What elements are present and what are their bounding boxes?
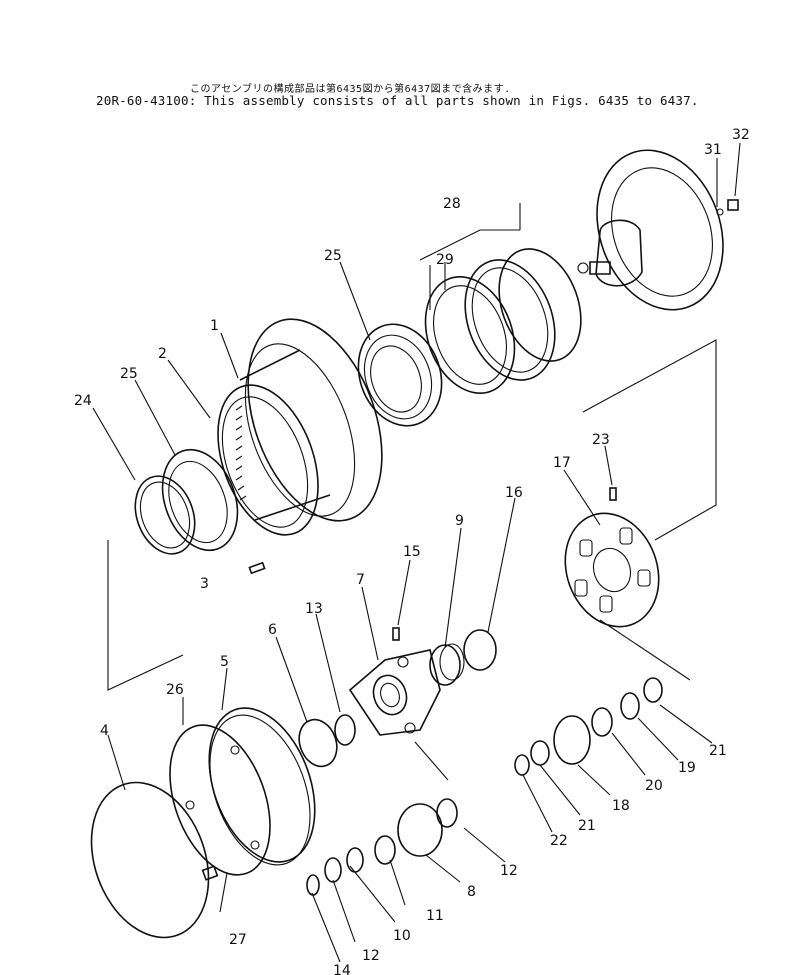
callout-11: 11 — [426, 908, 444, 924]
callout-13: 13 — [305, 601, 323, 617]
part-gear-9 — [429, 643, 465, 686]
callout-32: 32 — [732, 127, 750, 143]
callout-23: 23 — [592, 432, 610, 448]
part-housing-1 — [217, 318, 383, 536]
part-pin-3 — [248, 561, 266, 575]
callout-3: 3 — [200, 576, 209, 592]
callout-21-right: 21 — [709, 743, 727, 759]
callout-17: 17 — [553, 455, 571, 471]
part-seal-6 — [298, 718, 338, 768]
part-snap-ring-14 — [306, 874, 320, 896]
caption-japanese: このアセンブリの構成部品は第6435図から第6437図まで含みます. — [190, 84, 511, 95]
part-pin-23 — [609, 487, 617, 501]
callout-19: 19 — [678, 760, 696, 776]
part-needle-bearing-20 — [591, 707, 613, 737]
part-bolt-32 — [727, 199, 739, 211]
callout-8: 8 — [467, 884, 476, 900]
callout-15: 15 — [403, 544, 421, 560]
callout-18: 18 — [612, 798, 630, 814]
callout-27: 27 — [229, 932, 247, 948]
callout-22: 22 — [550, 833, 568, 849]
callout-26: 26 — [166, 682, 184, 698]
part-gear-8 — [397, 803, 443, 857]
callout-12-upper: 12 — [500, 863, 518, 879]
part-washer-31 — [716, 208, 724, 216]
part-plug-27 — [201, 865, 219, 881]
part-washer-21-right — [643, 677, 663, 703]
callout-2: 2 — [158, 346, 167, 362]
part-o-ring-4 — [90, 781, 210, 939]
callout-14: 14 — [333, 963, 351, 975]
part-washer-12-upper — [436, 798, 458, 828]
part-cover-26 — [169, 714, 311, 876]
part-thrust-washer-16 — [463, 629, 497, 671]
part-pin-15 — [392, 627, 400, 641]
caption-english: 20R-60-43100: This assembly consists of … — [96, 93, 699, 108]
part-shaft-10 — [346, 847, 364, 873]
callout-4: 4 — [100, 723, 109, 739]
part-bearing-25-lower — [161, 448, 239, 552]
callout-leaders — [92, 142, 741, 963]
callout-31: 31 — [704, 142, 722, 158]
callout-25-upper: 25 — [324, 248, 342, 264]
callout-24: 24 — [74, 393, 92, 409]
part-gear-18 — [553, 715, 591, 765]
callout-labels: 1 2 3 4 5 6 7 8 9 10 11 12 12 13 14 15 1… — [74, 127, 750, 975]
callout-6: 6 — [268, 622, 277, 638]
callout-7: 7 — [356, 572, 365, 588]
callout-9: 9 — [455, 513, 464, 529]
callout-28: 28 — [443, 196, 461, 212]
callout-10: 10 — [393, 928, 411, 944]
part-plate-7 — [348, 649, 441, 736]
part-snap-ring-22 — [514, 754, 530, 776]
part-washer-12-lower — [324, 857, 342, 883]
callout-12-lower: 12 — [362, 948, 380, 964]
callout-1: 1 — [210, 318, 219, 334]
part-needle-bearing-11 — [374, 835, 396, 865]
part-snap-ring-13 — [334, 714, 356, 746]
part-washer-21-left — [530, 740, 550, 766]
callout-16: 16 — [505, 485, 523, 501]
part-ring-5 — [208, 707, 316, 863]
callout-25-lower: 25 — [120, 366, 138, 382]
callout-5: 5 — [220, 654, 229, 670]
callout-21-lower: 21 — [578, 818, 596, 834]
part-bearing-25-upper — [357, 323, 443, 427]
callout-29: 29 — [436, 252, 454, 268]
part-snap-ring-24 — [134, 475, 196, 555]
part-shaft-19 — [620, 692, 640, 720]
part-carrier-17 — [564, 512, 660, 628]
part-end-cover — [577, 149, 724, 311]
assembly-guide-lines — [107, 339, 717, 781]
part-ring-set-28 — [424, 248, 582, 394]
callout-20: 20 — [645, 778, 663, 794]
